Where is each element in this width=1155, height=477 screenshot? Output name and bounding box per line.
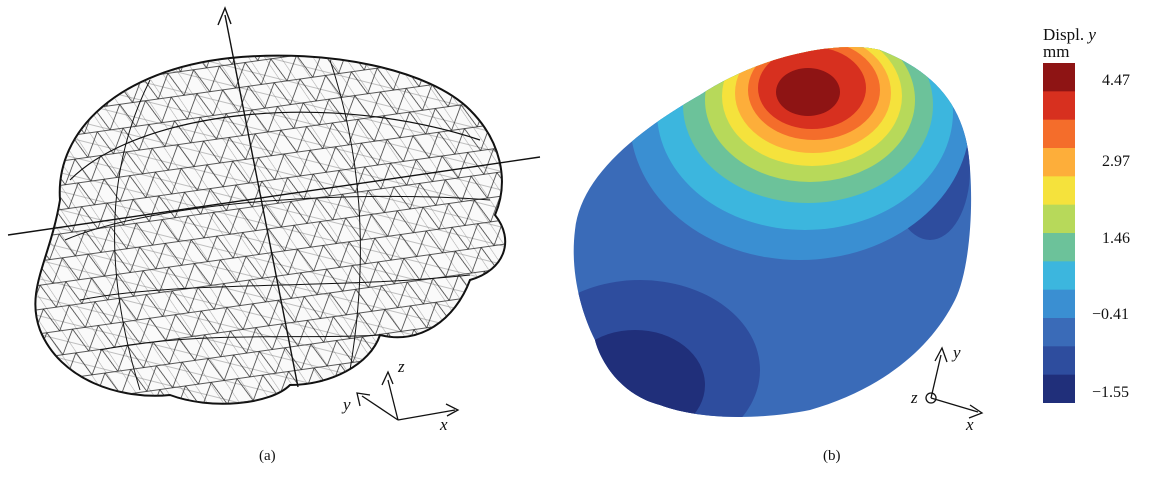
triad-b-y-label: y: [953, 343, 961, 362]
colorbar-band: [1043, 233, 1075, 262]
triad-a-z-label: z: [398, 357, 405, 376]
colorbar-tick-1: 2.97: [1102, 153, 1130, 170]
colorbar-band: [1043, 119, 1075, 149]
axis-triad-a: [356, 370, 460, 421]
colorbar-title-label: Displ.: [1043, 25, 1085, 44]
triad-b-x-label: x: [966, 415, 974, 434]
colorbar-tick-0: 4.47: [1102, 72, 1130, 89]
head-mesh: [34, 54, 507, 405]
colorbar-band: [1043, 91, 1075, 121]
axis-triad-b: [925, 346, 984, 419]
colorbar-band: [1043, 289, 1075, 319]
colorbar-title-var: y: [1088, 25, 1096, 44]
colorbar: [1043, 63, 1075, 403]
caption-a: (a): [259, 448, 276, 464]
colorbar-title: Displ. y mm: [1043, 26, 1096, 60]
colorbar-band: [1043, 318, 1075, 347]
colorbar-band: [1043, 204, 1075, 234]
colorbar-tick-3: −0.41: [1092, 306, 1130, 323]
colorbar-tick-4: −1.55: [1092, 384, 1130, 401]
caption-b: (b): [823, 448, 841, 464]
colorbar-band: [1043, 63, 1075, 92]
colorbar-band: [1043, 148, 1075, 177]
colorbar-unit: mm: [1043, 42, 1070, 61]
colorbar-band: [1043, 374, 1075, 403]
mesh-axes: [7, 6, 541, 388]
colorbar-tick-2: 1.46: [1102, 230, 1130, 247]
triad-a-y-label: y: [343, 395, 351, 414]
wireframe-panel: [7, 6, 541, 421]
contour-panel: [573, 47, 984, 419]
triad-a-x-label: x: [440, 415, 448, 434]
triad-b-z-label: z: [911, 388, 918, 407]
colorbar-band: [1043, 261, 1075, 291]
colorbar-band: [1043, 346, 1075, 376]
contour-field: [573, 47, 972, 417]
colorbar-band: [1043, 176, 1075, 206]
